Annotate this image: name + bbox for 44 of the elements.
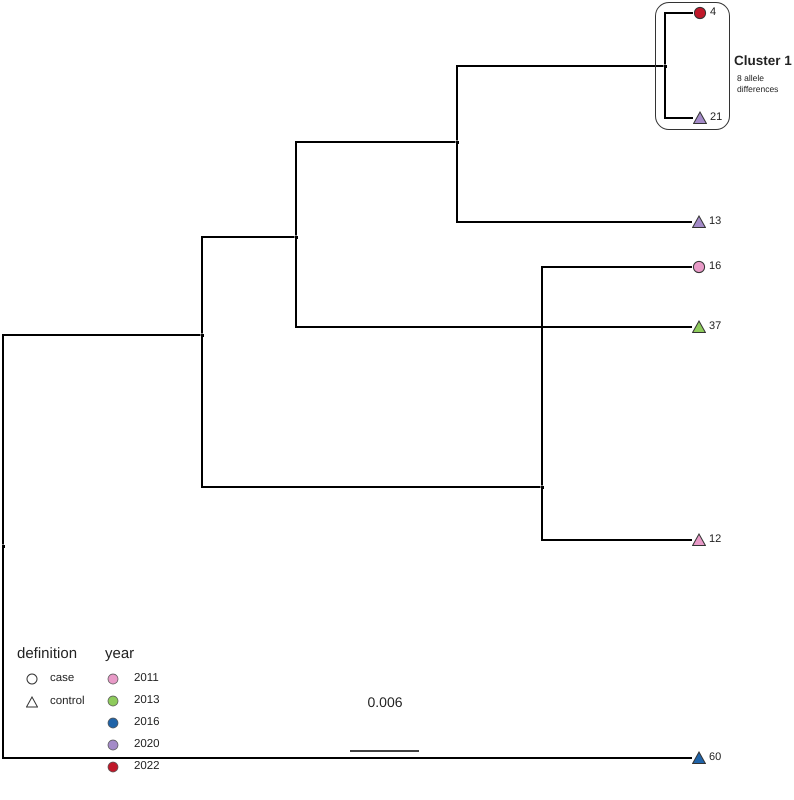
branch-point — [664, 64, 666, 68]
tree-branch — [295, 238, 692, 328]
triangle-marker — [692, 215, 706, 229]
branch-point — [456, 140, 458, 144]
triangle-marker — [692, 533, 706, 547]
circle-marker — [692, 260, 706, 274]
tip-label: 12 — [709, 533, 722, 545]
tree-branch — [201, 336, 540, 488]
tree-branch — [2, 334, 200, 544]
tip-label: 21 — [710, 111, 722, 123]
circle-marker — [693, 6, 707, 20]
legend-heading: definition — [17, 645, 78, 662]
tip-label: 37 — [709, 320, 722, 332]
tip-label: 4 — [710, 6, 716, 18]
cluster-note: 8 allele differences — [737, 73, 780, 96]
branch-point — [294, 236, 298, 238]
legend-label: 2011 — [134, 672, 159, 684]
tree-branch — [456, 144, 692, 223]
tree-branch — [541, 266, 692, 486]
cluster-heading: Cluster 1 — [734, 53, 792, 68]
triangle-marker — [692, 751, 706, 765]
legend-label: 2020 — [134, 738, 160, 750]
legend-label: control — [50, 695, 85, 707]
legend-label: 2013 — [134, 694, 160, 706]
triangle-marker — [693, 111, 707, 125]
scale-label: 0.006 — [367, 694, 403, 710]
branch-point — [2, 544, 4, 548]
tree-branch — [456, 65, 664, 140]
tree-branch — [201, 236, 294, 334]
tree-branch — [664, 68, 693, 119]
tree-branch — [541, 488, 692, 541]
tip-label: 60 — [709, 751, 722, 763]
legend-label: 2022 — [134, 760, 160, 772]
tip-label: 13 — [709, 215, 722, 227]
legend-label: 2016 — [134, 716, 160, 728]
legend-heading: year — [105, 645, 134, 662]
tree-branch — [664, 12, 693, 64]
legend-label: case — [50, 672, 74, 684]
tree-branch — [2, 548, 692, 759]
tree-branch — [295, 141, 456, 236]
tip-label: 16 — [709, 260, 722, 272]
branch-point — [200, 334, 204, 336]
triangle-marker — [692, 320, 706, 334]
branch-point — [540, 486, 544, 488]
